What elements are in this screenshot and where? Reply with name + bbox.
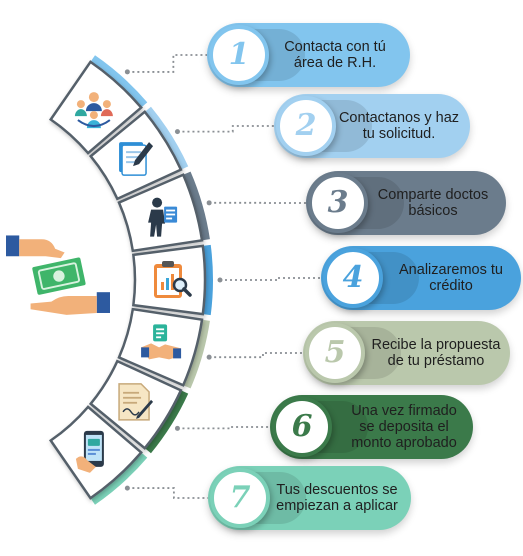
connector-line — [220, 277, 325, 281]
step-number: 7 — [229, 480, 251, 515]
ring-sector-accent — [89, 55, 148, 109]
connector-lines — [124, 54, 325, 499]
connector-dot — [124, 485, 130, 491]
step-number-badge: 3 — [308, 173, 368, 233]
step-number-badge: 4 — [323, 248, 383, 308]
step-number: 1 — [228, 37, 250, 72]
step-pill: 5 Recibe la propuesta de tu préstamo — [303, 321, 510, 385]
step-number: 4 — [342, 260, 364, 295]
connector-dot — [174, 425, 180, 431]
step-number: 6 — [291, 409, 313, 444]
step-pill: 3 Comparte doctos básicos — [306, 171, 506, 235]
step-number: 3 — [327, 185, 349, 220]
step-pill: 2 Contactanos y haz tu solicitud. — [274, 94, 470, 158]
step-pill: 7 Tus descuentos se empiezan a aplicar — [208, 466, 411, 530]
connector-dot — [174, 129, 180, 135]
connector-line — [177, 125, 278, 133]
connector-dot — [206, 200, 212, 206]
step-pill: 4 Analizaremos tu crédito — [321, 246, 521, 310]
connector-dot — [217, 277, 223, 283]
step-number-badge: 5 — [305, 323, 365, 383]
connector-line — [127, 487, 212, 499]
money-hands-icon — [6, 234, 110, 316]
step-pill: 1 Contacta con tú área de R.H. — [207, 23, 410, 87]
connector-line — [127, 54, 211, 73]
connector-line — [177, 426, 274, 430]
step-text: Comparte doctos básicos — [377, 186, 489, 219]
connector-dot — [124, 69, 130, 75]
step-number-badge: 6 — [272, 397, 332, 457]
step-number-badge: 7 — [210, 468, 270, 528]
step-text: Analizaremos tu crédito — [399, 261, 503, 294]
step-number-badge: 1 — [209, 25, 269, 85]
step-number: 5 — [324, 335, 346, 370]
step-pill: 6 Una vez firmado se deposita el monto ap… — [270, 395, 473, 459]
step-text: Contactanos y haz tu solicitud. — [338, 109, 460, 142]
connector-dot — [206, 354, 212, 360]
step-text: Tus descuentos se empiezan a aplicar — [276, 481, 398, 514]
process-ring — [48, 55, 213, 505]
step-text: Contacta con tú área de R.H. — [284, 38, 386, 71]
connector-line — [209, 352, 307, 359]
step-text: Una vez firmado se deposita el monto apr… — [351, 402, 457, 452]
ring-sector-accent — [89, 451, 148, 505]
step-number-badge: 2 — [276, 96, 336, 156]
step-number: 2 — [295, 108, 317, 143]
step-text: Recibe la propuesta de tu préstamo — [371, 336, 501, 369]
